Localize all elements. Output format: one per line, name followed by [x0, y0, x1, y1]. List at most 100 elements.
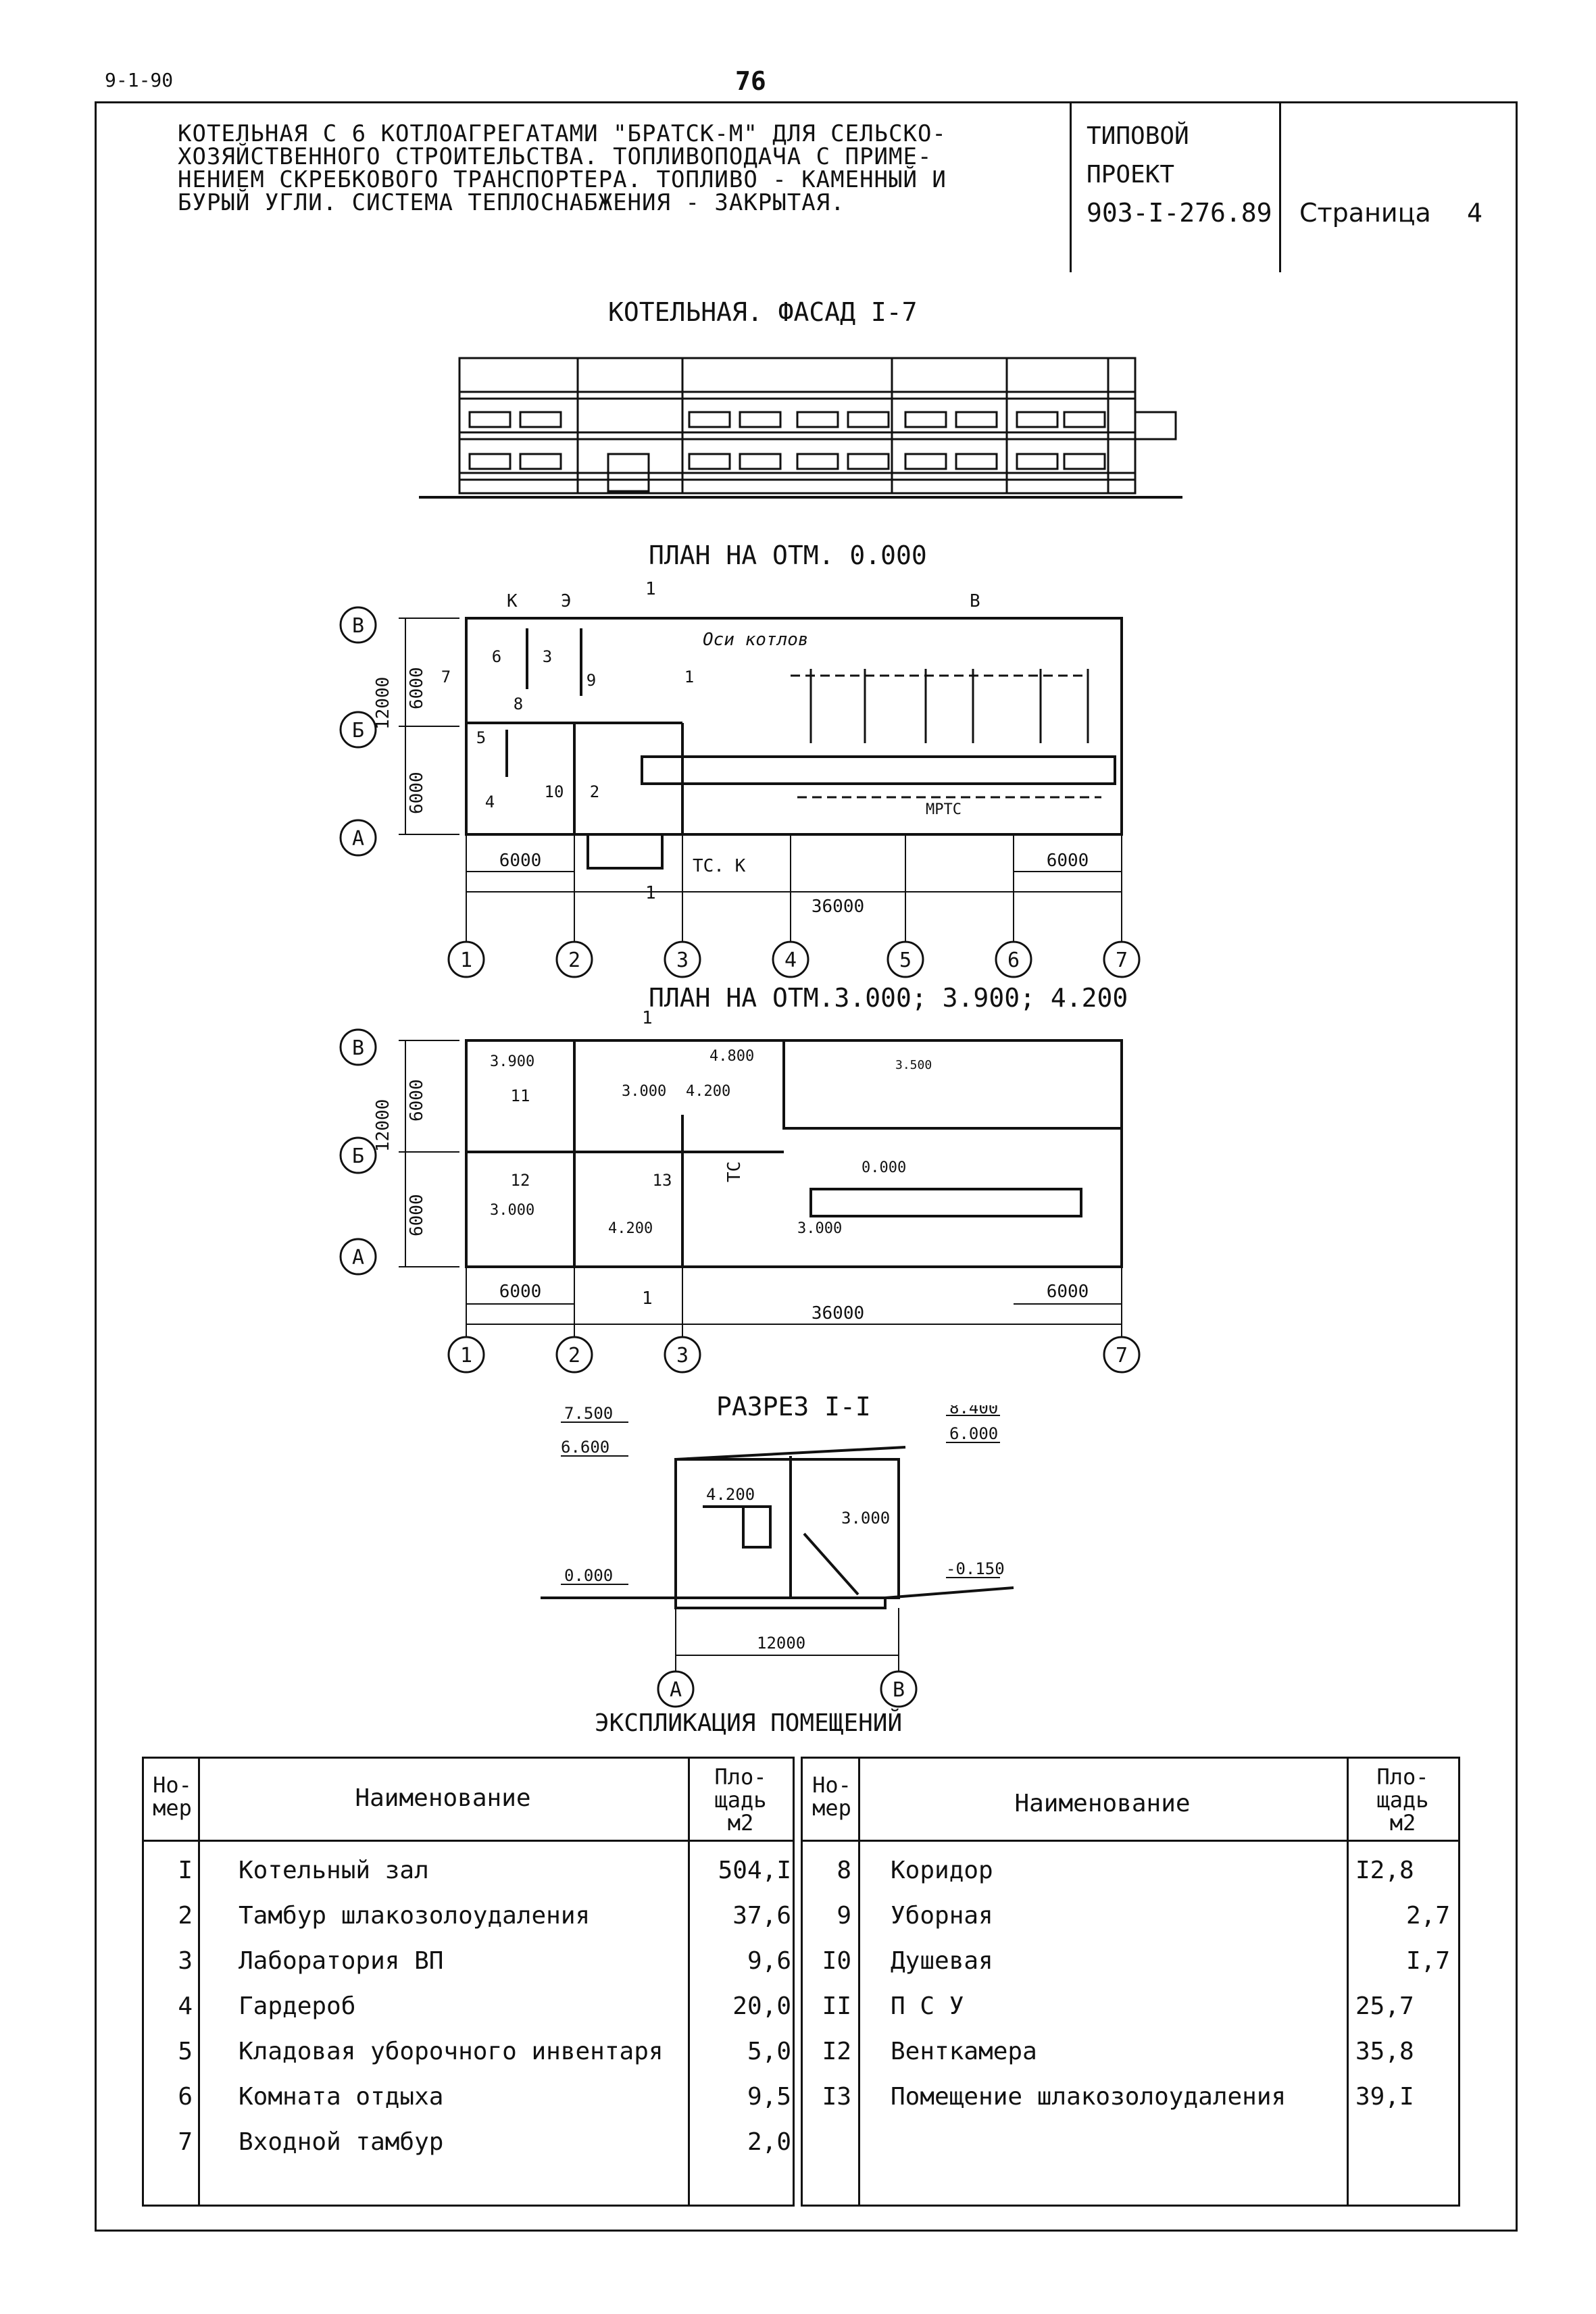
row-area: 9,6 — [747, 1947, 791, 1975]
room-8: 8 — [514, 695, 523, 713]
hdr-area-1: Пло- — [714, 1764, 767, 1790]
plan1-dim-left: 6000 — [499, 851, 542, 871]
plan2-tc: ТС — [724, 1161, 745, 1182]
sec-span: 12000 — [757, 1634, 805, 1653]
hdr-name: Наименование — [1014, 1790, 1191, 1817]
room-9: 9 — [587, 671, 596, 690]
room-2: 2 — [590, 782, 599, 801]
section-drawing: 7.500 6.600 0.000 8.400 6.000 -0.150 4.2… — [541, 1405, 1014, 1708]
plan1-dim-6000b: 6000 — [407, 772, 427, 814]
plan1-title: ПЛАН НА ОТМ. 0.000 — [649, 540, 927, 570]
plan2-dim-left: 6000 — [499, 1282, 542, 1302]
room-5: 5 — [476, 728, 486, 747]
row-area: 2,0 — [747, 2128, 791, 2156]
row-name: Лаборатория ВП — [239, 1947, 444, 1975]
level-3000b: 3.000 — [490, 1202, 534, 1219]
plan1-axis-1: 1 — [460, 949, 472, 972]
section-title: РАЗРЕЗ I-I — [716, 1392, 871, 1422]
row-no: I — [178, 1857, 193, 1884]
sec-axis-a: А — [670, 1678, 682, 1702]
row-area: 37,6 — [732, 1902, 791, 1930]
row-area: 39,I — [1355, 2083, 1414, 2111]
sec-axis-v: В — [893, 1678, 905, 1702]
room-13: 13 — [653, 1171, 672, 1190]
row-no: 7 — [178, 2128, 193, 2156]
sheet-number: 4 — [1467, 198, 1482, 228]
hdr-number-2: мер — [153, 1795, 192, 1821]
plan2-axis-2: 2 — [568, 1344, 580, 1367]
row-area: 5,0 — [747, 2038, 791, 2065]
plan1-section-mark-top: 1 — [645, 579, 656, 599]
row-no: 3 — [178, 1947, 193, 1975]
row-no: 6 — [178, 2083, 193, 2111]
hdr-name: Наименование — [355, 1784, 531, 1812]
sec-level-7500: 7.500 — [564, 1405, 613, 1423]
level-4200a: 4.200 — [686, 1083, 730, 1100]
hdr-area-2: щадь — [714, 1787, 767, 1813]
title-line-4: БУРЫЙ УГЛИ. СИСТЕМА ТЕПЛОСНАБЖЕНИЯ - ЗАК… — [178, 189, 845, 216]
row-name: Котельный зал — [239, 1857, 429, 1884]
doc-code: 9-1-90 — [105, 69, 174, 91]
sec-level-minus0150: -0.150 — [946, 1559, 1005, 1578]
plan1-axis-2: 2 — [568, 949, 580, 972]
row-name: Тамбур шлакозолоудаления — [239, 1902, 591, 1930]
level-3900: 3.900 — [490, 1053, 534, 1070]
facade-drawing — [419, 357, 1182, 499]
row-area: 2,7 — [1405, 1902, 1450, 1930]
sec-level-6600: 6.600 — [561, 1438, 609, 1457]
plan1-axis-a: А — [352, 827, 364, 851]
hdr-area-1: Пло- — [1376, 1764, 1429, 1790]
hdr-number-2: мер — [812, 1795, 851, 1821]
row-name: Помещение шлакозолоудаления — [891, 2083, 1287, 2111]
row-name: Гардероб — [239, 1992, 356, 2020]
plan1-axis-3: 3 — [676, 949, 689, 972]
room-6: 6 — [492, 647, 501, 666]
row-no: II — [822, 1992, 851, 2020]
room-11: 11 — [511, 1086, 530, 1105]
plan2-axis-7: 7 — [1116, 1344, 1128, 1367]
title-block: КОТЕЛЬНАЯ С 6 КОТЛОАГРЕГАТАМИ "БРАТСК-М"… — [95, 101, 1518, 272]
level-3000c: 3.000 — [797, 1220, 842, 1237]
row-name: Коридор — [891, 1857, 993, 1884]
plan2-axis-b: Б — [352, 1145, 364, 1168]
row-area: 25,7 — [1355, 1992, 1414, 2020]
boiler-axis-label: Оси котлов — [703, 630, 809, 650]
label-tc-k: ТС. К — [693, 856, 746, 876]
plan2-dim-6000b: 6000 — [407, 1194, 427, 1236]
drawing-frame — [95, 270, 1518, 2232]
hdr-number-1: Но- — [153, 1772, 192, 1798]
plan1-axis-5: 5 — [899, 949, 912, 972]
room-10: 10 — [545, 782, 564, 801]
sec-level-6000: 6.000 — [949, 1424, 998, 1443]
title-line-3: НЕНИЕМ СКРЕБКОВОГО ТРАНСПОРТЕРА. ТОПЛИВО… — [178, 166, 947, 193]
plan2-axis-v: В — [352, 1036, 364, 1060]
project-label-2: ПРОЕКТ — [1087, 161, 1175, 188]
level-3500: 3.500 — [895, 1058, 932, 1072]
hdr-area-3: м2 — [727, 1810, 754, 1836]
row-name: Душевая — [891, 1947, 993, 1975]
project-number: 903-I-276.89 — [1087, 198, 1272, 228]
plan1-axis-4: 4 — [784, 949, 797, 972]
label-mp: МРТС — [926, 801, 962, 818]
plan2-dim-12000: 12000 — [373, 1099, 393, 1152]
row-no: 2 — [178, 1902, 193, 1930]
row-name: П С У — [891, 1992, 964, 2020]
plan1-axis-7: 7 — [1116, 949, 1128, 972]
row-name: Уборная — [891, 1902, 993, 1930]
plan1-axis-b: Б — [352, 719, 364, 743]
project-label-1: ТИПОВОЙ — [1087, 122, 1189, 150]
plan1-dim-12000: 12000 — [373, 677, 393, 730]
plan1-axis-v: В — [352, 614, 364, 638]
row-name: Кладовая уборочного инвентаря — [239, 2038, 664, 2065]
plan2-section-mark-top: 1 — [642, 1008, 653, 1028]
plan1-axis-6: 6 — [1007, 949, 1020, 972]
row-area: 9,5 — [747, 2083, 791, 2111]
level-4200b: 4.200 — [608, 1220, 653, 1237]
plan2-section-mark-bottom: 1 — [642, 1288, 653, 1309]
sec-level-3000: 3.000 — [841, 1509, 890, 1528]
plan2-axis-1: 1 — [460, 1344, 472, 1367]
plan2-dim-6000a: 6000 — [407, 1079, 427, 1122]
page-number: 76 — [735, 66, 766, 96]
